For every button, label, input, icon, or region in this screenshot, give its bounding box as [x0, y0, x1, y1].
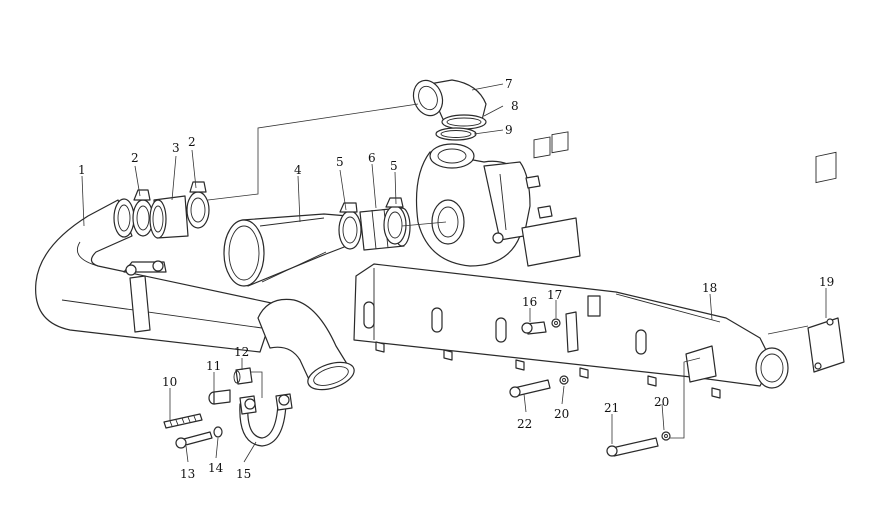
- callout-4: 4: [294, 163, 302, 177]
- part-5a-hose-clamp: [338, 202, 362, 250]
- part-4-reducer-hose: [223, 213, 353, 287]
- callout-2a: 2: [131, 151, 139, 165]
- part-9-gasket: [435, 127, 477, 141]
- part-18-exhaust-manifold: [353, 263, 789, 399]
- callout-9: 9: [505, 123, 513, 137]
- turbocharger: [415, 131, 581, 267]
- part-7-elbow-outlet: [412, 79, 487, 127]
- part-5b-hose-clamp: [383, 197, 407, 245]
- part-1-elbow-outlet: [257, 298, 355, 391]
- part-1-clamp: [123, 260, 167, 333]
- part-13-screw: [175, 431, 213, 449]
- callout-11: 11: [206, 359, 221, 373]
- callout-17: 17: [547, 288, 562, 302]
- callout-5a: 5: [336, 155, 344, 169]
- part-20b-washer: [661, 431, 671, 441]
- callout-16: 16: [522, 295, 537, 309]
- callout-12: 12: [234, 345, 249, 359]
- part-11-spacer: [208, 389, 231, 405]
- part-8-ring-clamp: [441, 114, 487, 130]
- callout-3: 3: [172, 141, 180, 155]
- part-3-hose-sleeve: [149, 195, 189, 239]
- part-12-spacer: [233, 367, 253, 385]
- callout-20a: 20: [554, 407, 569, 421]
- part-19-gasket-plate: [807, 151, 845, 373]
- callout-6: 6: [368, 151, 376, 165]
- callout-1: 1: [78, 163, 86, 177]
- part-16-bolt: [521, 321, 547, 335]
- callout-7: 7: [505, 77, 513, 91]
- part-20a-washer: [559, 375, 569, 385]
- callout-15: 15: [236, 467, 251, 481]
- leader-lines: [81, 83, 827, 463]
- part-22-bolt: [509, 379, 551, 398]
- callout-20b: 20: [654, 395, 669, 409]
- callout-10: 10: [162, 375, 177, 389]
- callout-2b: 2: [188, 135, 196, 149]
- callout-5b: 5: [390, 159, 398, 173]
- part-17-washer: [551, 318, 561, 328]
- callout-22: 22: [517, 417, 532, 431]
- callout-19: 19: [819, 275, 834, 289]
- part-21-bolt: [606, 437, 659, 457]
- callout-14: 14: [208, 461, 224, 475]
- callout-numbers: 1 2 3 2 4 5 6 5 7 8 9 16 17 18 19 10 11 …: [78, 77, 834, 481]
- callout-8: 8: [511, 99, 519, 113]
- callout-21: 21: [604, 401, 619, 415]
- part-14-washer: [213, 426, 223, 438]
- part-2b-hose-clamp: [186, 181, 210, 229]
- callout-13: 13: [180, 467, 195, 481]
- callout-18: 18: [702, 281, 717, 295]
- part-15-band-clamp: [239, 393, 293, 447]
- part-10-screw: [163, 413, 203, 429]
- part-1-bent-pipe: [35, 198, 277, 353]
